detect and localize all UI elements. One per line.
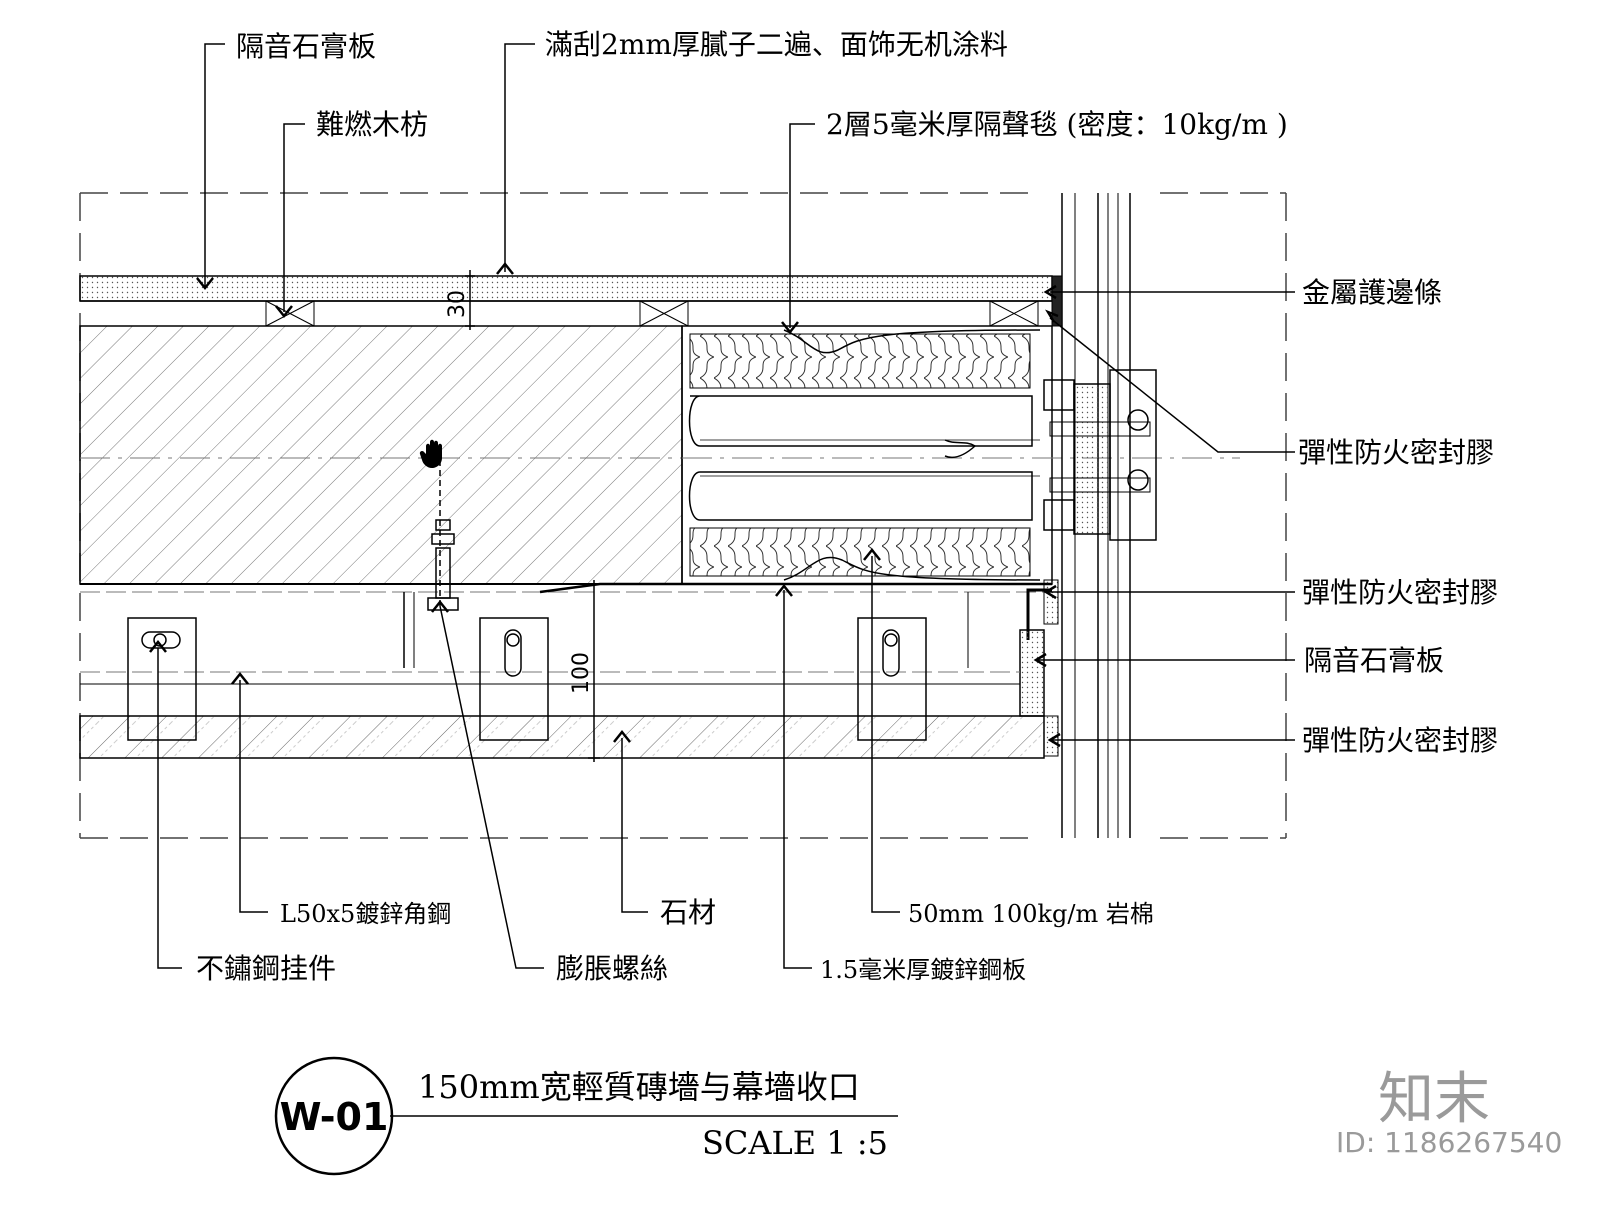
drawing-code: W-01: [280, 1095, 389, 1139]
label-wood-batten: 難燃木枋: [316, 108, 428, 141]
label-steel-plate: 1.5毫米厚鍍鋅鋼板: [820, 956, 1026, 984]
brick-wall: [79, 325, 683, 585]
dimension-bottom: [588, 580, 600, 762]
label-anchor-bolt: 膨脹螺絲: [556, 952, 668, 985]
watermark-brand: 知末: [1378, 1067, 1490, 1132]
label-acoustic-blanket: 2層5毫米厚隔聲毯 (密度：10kg/m ): [826, 108, 1288, 141]
title-block: [274, 1056, 898, 1176]
label-sealant-3: 彈性防火密封膠: [1302, 724, 1498, 757]
gypsum-board-right: [1019, 629, 1045, 717]
label-gypsum-right: 隔音石膏板: [1304, 644, 1444, 677]
leader-arrowheads: [149, 261, 1061, 748]
dimension-top-label: 30: [445, 290, 470, 318]
stainless-hangers: [127, 617, 927, 741]
label-stone: 石材: [660, 896, 716, 929]
hand-cursor-icon: [419, 439, 442, 468]
rock-wool-zone: [681, 325, 1240, 585]
label-gypsum-top: 隔音石膏板: [236, 30, 376, 63]
wood-battens: [80, 300, 1052, 327]
leader-lines: [157, 43, 1295, 969]
dimension-top: [465, 270, 475, 330]
label-metal-trim: 金屬護邊條: [1302, 276, 1442, 309]
dimension-bottom-label: 100: [569, 652, 594, 694]
label-putty: 滿刮2mm厚膩子二遍、面饰无机涂料: [545, 28, 1008, 61]
expansion-bolt: [427, 460, 459, 611]
label-sealant-1: 彈性防火密封膠: [1298, 436, 1494, 469]
drawing-scale: SCALE 1 :5: [702, 1124, 888, 1162]
label-sealant-2: 彈性防火密封膠: [1302, 576, 1498, 609]
label-rock-wool: 50mm 100kg/m 岩棉: [908, 900, 1154, 928]
drawing-title: 150mm宽輕質磚墻与幕墻收口: [418, 1068, 860, 1106]
stone-cladding: [79, 671, 1045, 759]
label-angle-steel: L50x5鍍鋅角鋼: [280, 900, 451, 928]
watermark-id: ID: 1186267540: [1336, 1126, 1562, 1159]
curtain-wall: [700, 193, 1157, 838]
gypsum-board-top: [79, 275, 1053, 302]
label-hanger: 不鏽鋼挂件: [196, 952, 336, 985]
